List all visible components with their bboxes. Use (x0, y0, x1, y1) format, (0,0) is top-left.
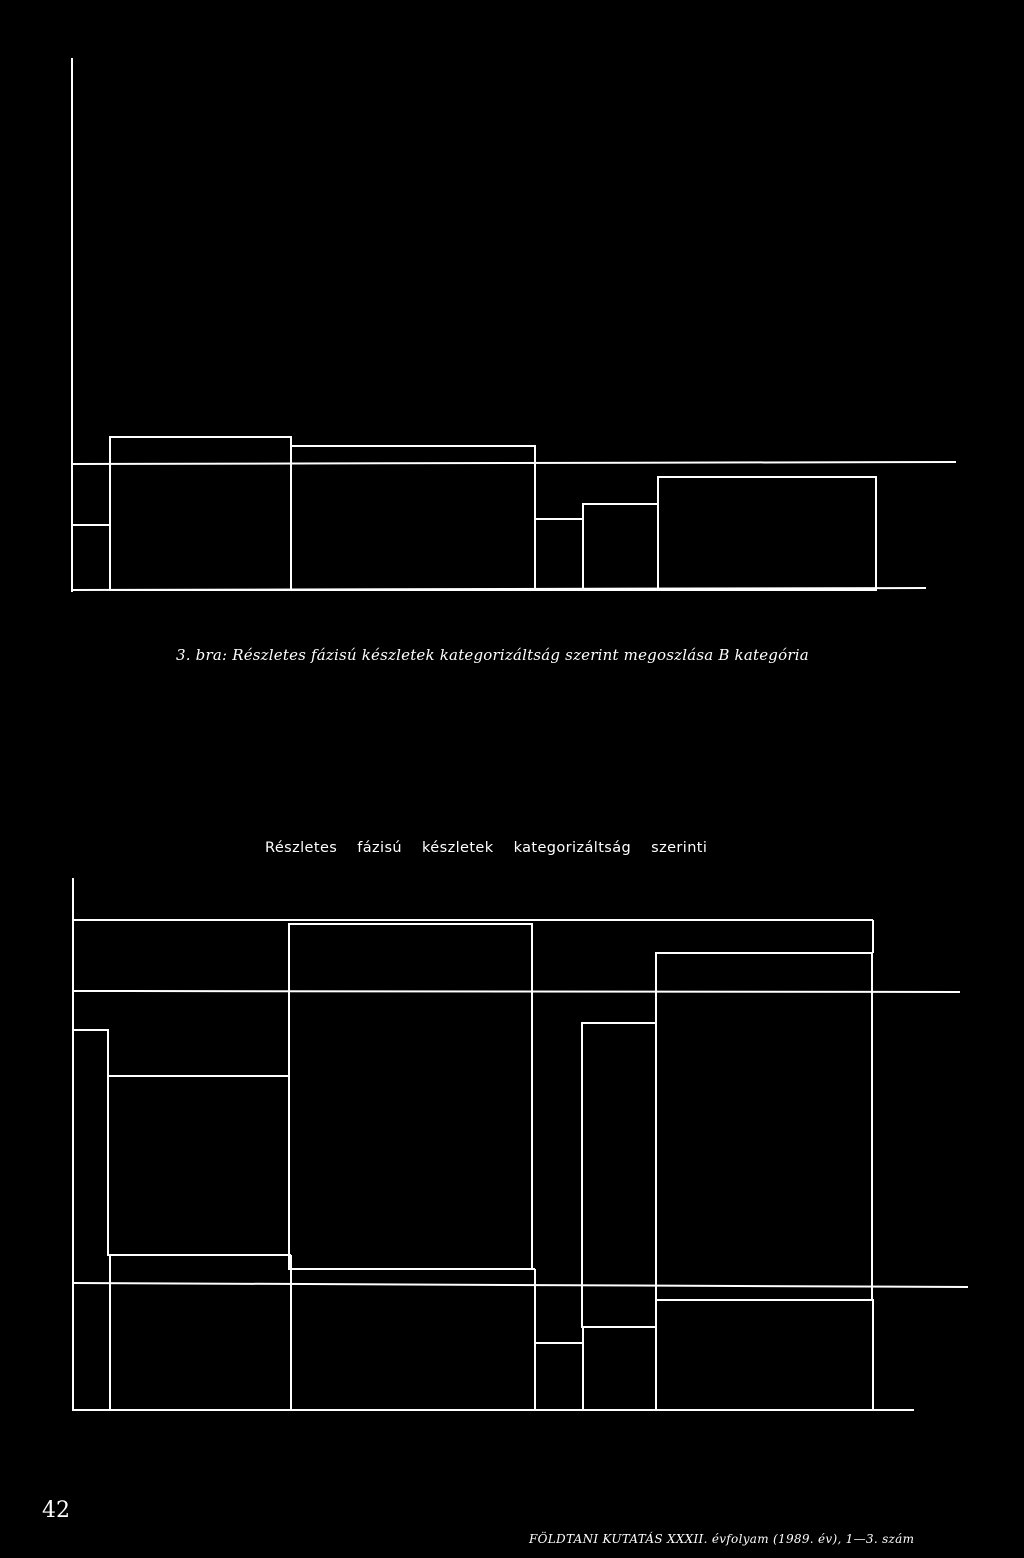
figure-2-title: Részletes fázisú készletek kategorizálts… (265, 840, 708, 856)
figure-1-caption: 3. bra: Részletes fázisú készletek kateg… (176, 646, 809, 664)
fig2-reference-line-upper (72, 990, 961, 993)
fig2-col1-upper (73, 1029, 109, 1255)
fig2-col4-lower (535, 1342, 584, 1410)
fig1-reference-line (71, 461, 957, 465)
fig2-col3-upper (288, 923, 533, 1270)
fig2-col6-lower (656, 1299, 874, 1410)
running-footer: FÖLDTANI KUTATÁS XXXII. évfolyam (1989. … (529, 1532, 915, 1546)
fig2-col5-upper (581, 1022, 657, 1328)
fig2-col2-upper (107, 1075, 290, 1256)
fig2-reference-line-lower (72, 1282, 969, 1288)
page-number: 42 (42, 1498, 70, 1523)
fig1-bar-6 (657, 476, 877, 591)
fig2-col6-upper (655, 952, 873, 1301)
